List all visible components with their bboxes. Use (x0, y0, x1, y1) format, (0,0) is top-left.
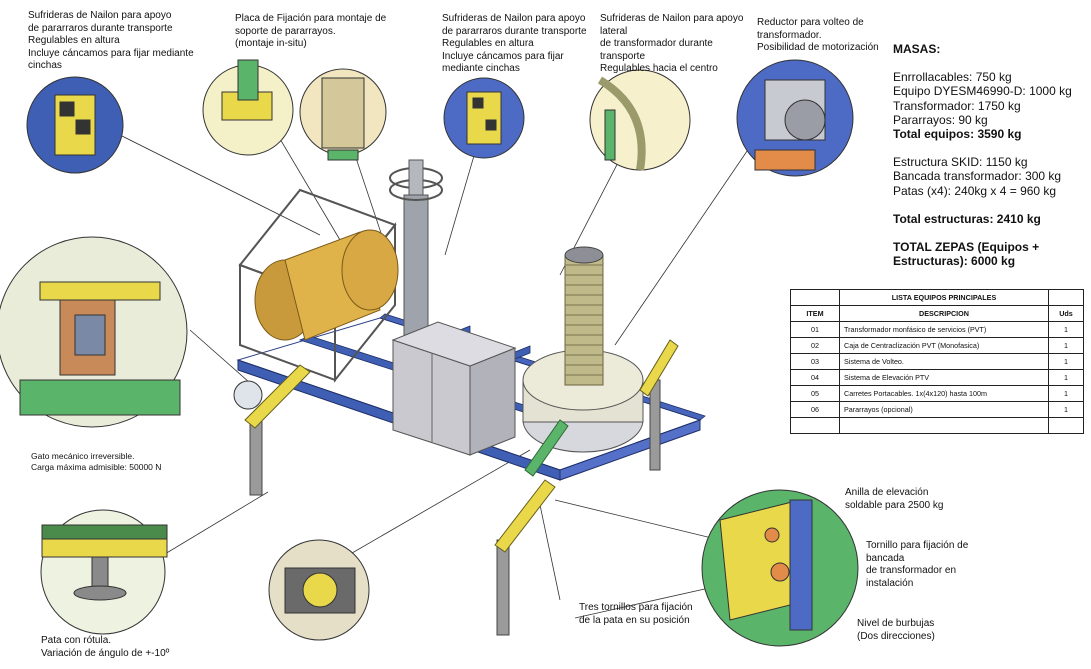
cable-reel (238, 188, 399, 383)
col-uds: Uds (1048, 305, 1084, 322)
mass-equipo: Equipo DYESM46990-D: 1000 kg (893, 84, 1072, 99)
note-mechanical-jack: Gato mecánico irreversible. Carga máxima… (31, 451, 162, 472)
table-row: 06 Pararrayos (opcional) 1 (790, 401, 1084, 418)
mass-patas: Patas (x4): 240kg x 4 = 960 kg (893, 183, 1057, 198)
table-row: 03 Sistema de Volteo. 1 (790, 353, 1084, 370)
col-item: ITEM (790, 305, 840, 322)
note-tilt-reducer: Reductor para volteo de transformador. P… (757, 17, 879, 53)
note-fixing-plate: Placa de Fijación para montaje de soport… (235, 13, 387, 49)
detail-circles (0, 59, 859, 647)
table-row: 04 Sistema de Elevación PTV 1 (790, 369, 1084, 386)
note-nylon-pads-transformer: Sufrideras de Nailon para apoyo lateral … (600, 13, 744, 74)
note-bubble-level: Nivel de burbujas (Dos direcciones) (857, 618, 935, 642)
transformer (522, 246, 644, 453)
mass-total-estructuras: Total estructuras: 2410 kg (893, 211, 1041, 226)
note-bed-fixing-bolt: Tornillo para fijación de bancada de tra… (866, 540, 969, 589)
masses-title: MASAS: (893, 42, 941, 56)
note-ball-joint-leg: Pata con rótula. Variación de ángulo de … (41, 635, 170, 659)
table-row: 01 Transformador monfásico de servicios … (790, 321, 1084, 338)
table-row-empty (790, 417, 1084, 434)
table-title: LISTA EQUIPOS PRINCIPALES (839, 289, 1049, 306)
table-row: 02 Caja de Centraclización PVT (Monofasi… (790, 337, 1084, 354)
col-descripcion: DESCRIPCION (839, 305, 1049, 322)
note-nylon-pads-arrester: Sufrideras de Nailon para apoyo de parar… (28, 10, 194, 71)
note-lifting-ring: Anilla de elevación soldable para 2500 k… (845, 487, 944, 511)
support-legs (244, 339, 679, 636)
mass-bancada: Bancada transformador: 300 kg (893, 169, 1062, 184)
centralization-cabinet (391, 321, 517, 456)
mass-pararrayos: Pararrayos: 90 kg (893, 112, 988, 127)
note-three-bolts: Tres tornillos para fijación de la pata … (579, 602, 693, 626)
table-row: 05 Carretes Portacables. 1x(4x120) hasta… (790, 385, 1084, 402)
mass-enrollacables: Enrrollacables: 750 kg (893, 70, 1012, 85)
note-nylon-pads-arrester-2: Sufrideras de Nailon para apoyo de parar… (442, 13, 587, 74)
masses-summary: MASAS: Enrrollacables: 750 kg Equipo DYE… (893, 42, 1088, 268)
equipment-list-table: LISTA EQUIPOS PRINCIPALES ITEM DESCRIPCI… (790, 289, 1084, 434)
mass-transformador: Transformador: 1750 kg (893, 98, 1021, 113)
mass-skid: Estructura SKID: 1150 kg (893, 155, 1028, 170)
mass-total-zepas: TOTAL ZEPAS (Equipos + Estructuras): 600… (893, 240, 1040, 269)
mass-total-equipos: Total equipos: 3590 kg (893, 127, 1022, 142)
